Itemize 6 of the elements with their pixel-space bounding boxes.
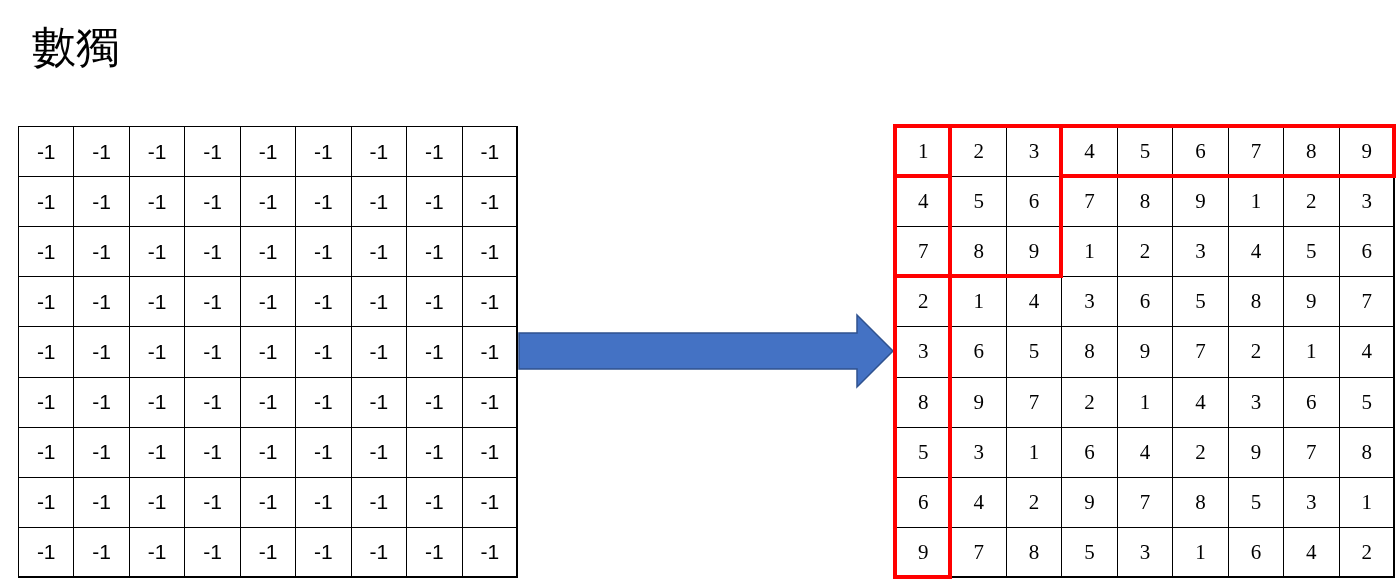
block-arrow — [518, 313, 895, 389]
sudoku-cell: 2 — [1338, 526, 1395, 578]
sudoku-cell: -1 — [461, 526, 518, 578]
sudoku-grid — [18, 126, 517, 577]
sudoku-grid — [895, 126, 1394, 577]
title: 數獨 — [32, 20, 120, 74]
